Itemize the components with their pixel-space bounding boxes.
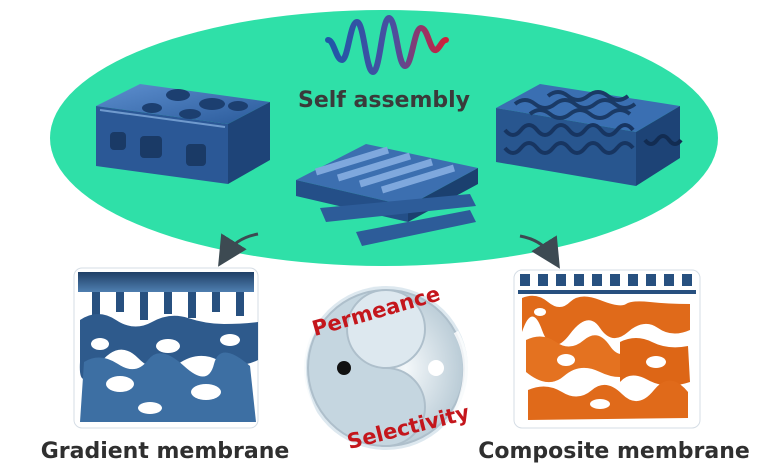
gradient-membrane-panel: [73, 267, 259, 429]
black-dot: [337, 361, 351, 375]
white-dot: [428, 360, 444, 376]
bicontinuous-block-structure: [496, 84, 683, 186]
composite-membrane-panel: [513, 269, 701, 429]
arrow-to-composite: [519, 234, 560, 269]
arrow-to-gradient: [218, 232, 259, 267]
wave-icon: [325, 14, 449, 76]
self-assembly-title: Self assembly: [298, 88, 470, 113]
yin-yang-icon: [300, 286, 469, 450]
self-assembly-ellipse: [50, 10, 718, 266]
lamellar-structure: [296, 144, 478, 246]
porous-block-structure: [96, 84, 270, 184]
gradient-membrane-label: Gradient membrane: [41, 439, 290, 464]
composite-membrane-label: Composite membrane: [478, 439, 750, 464]
